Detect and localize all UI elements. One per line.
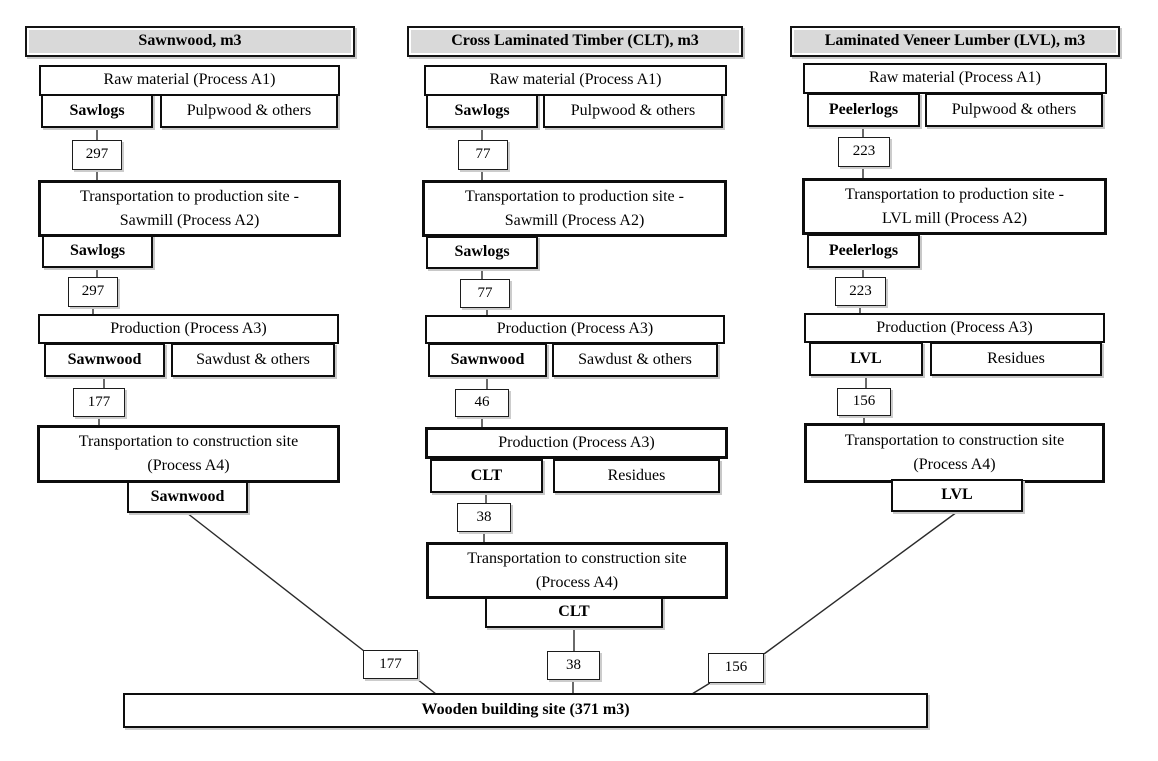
connector-line <box>763 511 958 655</box>
lvl-flow-value-a1-a2: 223 <box>838 137 890 167</box>
clt-transport-construction-box: Transportation to construction site (Pro… <box>426 542 728 599</box>
connector-line <box>186 512 365 652</box>
process-text-line: Transportation to production site - <box>845 185 1064 203</box>
process-text-line: LVL mill (Process A2) <box>881 209 1028 227</box>
clt-flow-value-a1-a2: 77 <box>458 140 508 170</box>
sawnwood-transport-construction-output: Sawnwood <box>127 481 248 513</box>
lvl-raw-material-side-output: Pulpwood & others <box>925 93 1103 127</box>
process-text-line: Sawmill (Process A2) <box>119 211 260 229</box>
clt-production-box: Production (Process A3) <box>425 315 725 344</box>
process-text-line: (Process A4) <box>913 456 996 473</box>
lvl-transport-production-box: Transportation to production site - LVL … <box>802 178 1107 235</box>
lvl-column-header: Laminated Veneer Lumber (LVL), m3 <box>790 26 1120 57</box>
sawnwood-flow-value-a3-a4: 177 <box>73 388 125 417</box>
clt-flow-value-to-site: 38 <box>547 651 600 680</box>
clt-flow-value-a3-a3b: 46 <box>455 389 509 417</box>
lvl-production-side-output: Residues <box>930 342 1102 376</box>
sawnwood-flow-value-a1-a2: 297 <box>72 140 122 170</box>
lvl-raw-material-main-output: Peelerlogs <box>807 93 920 127</box>
clt-production2-box: Production (Process A3) <box>425 427 728 459</box>
process-text-line: Sawmill (Process A2) <box>504 211 645 229</box>
sawnwood-flow-value-to-site: 177 <box>363 650 418 679</box>
clt-column-header: Cross Laminated Timber (CLT), m3 <box>407 26 743 57</box>
lvl-flow-value-to-site: 156 <box>708 653 764 683</box>
clt-raw-material-main-output: Sawlogs <box>426 94 538 128</box>
process-text-line: Transportation to construction site <box>844 432 1065 449</box>
process-text-line: Transportation to construction site <box>78 433 299 450</box>
clt-raw-material-side-output: Pulpwood & others <box>543 94 723 128</box>
process-text-line: (Process A4) <box>535 573 619 591</box>
sawnwood-production-box: Production (Process A3) <box>38 314 339 344</box>
lvl-raw-material-box: Raw material (Process A1) <box>803 63 1107 94</box>
wooden-building-site-box: Wooden building site (371 m3) <box>123 693 928 728</box>
sawnwood-transport-production-box: Transportation to production site - Sawm… <box>38 180 341 237</box>
clt-transport-construction-output: CLT <box>485 597 663 628</box>
lvl-production-main-output: LVL <box>809 342 923 376</box>
process-text-line: Transportation to production site - <box>465 187 684 205</box>
lvl-transport-construction-output: LVL <box>891 479 1023 512</box>
sawnwood-flow-value-a2-a3: 297 <box>68 277 118 307</box>
sawnwood-raw-material-side-output: Pulpwood & others <box>160 94 338 128</box>
lvl-flow-value-a3-a4: 156 <box>837 388 891 416</box>
sawnwood-transport-construction-box: Transportation to construction site (Pro… <box>37 425 340 483</box>
process-text-line: (Process A4) <box>147 457 230 474</box>
lvl-transport-production-output: Peelerlogs <box>807 234 920 268</box>
process-text-line: Transportation to construction site <box>467 549 687 567</box>
process-text-line: Transportation to production site - <box>80 187 299 205</box>
sawnwood-raw-material-box: Raw material (Process A1) <box>39 65 340 96</box>
lvl-flow-value-a2-a3: 223 <box>835 277 886 306</box>
lvl-production-box: Production (Process A3) <box>804 313 1105 343</box>
clt-production2-side-output: Residues <box>553 459 720 493</box>
clt-production-side-output: Sawdust & others <box>552 343 718 377</box>
clt-flow-value-a3b-a4: 38 <box>457 503 511 532</box>
sawnwood-column-header: Sawnwood, m3 <box>25 26 355 57</box>
connector-line <box>691 682 711 695</box>
connector-line <box>416 678 437 695</box>
sawnwood-production-side-output: Sawdust & others <box>171 343 335 377</box>
clt-flow-value-a2-a3: 77 <box>460 279 510 308</box>
sawnwood-raw-material-main-output: Sawlogs <box>41 94 153 128</box>
clt-production2-main-output: CLT <box>430 459 543 493</box>
clt-raw-material-box: Raw material (Process A1) <box>424 65 727 96</box>
lvl-transport-construction-box: Transportation to construction site (Pro… <box>804 423 1105 483</box>
sawnwood-production-main-output: Sawnwood <box>44 343 165 377</box>
clt-transport-production-output: Sawlogs <box>426 236 538 269</box>
sawnwood-transport-production-output: Sawlogs <box>42 235 153 268</box>
clt-transport-production-box: Transportation to production site - Sawm… <box>422 180 727 237</box>
clt-production-main-output: Sawnwood <box>428 343 547 377</box>
